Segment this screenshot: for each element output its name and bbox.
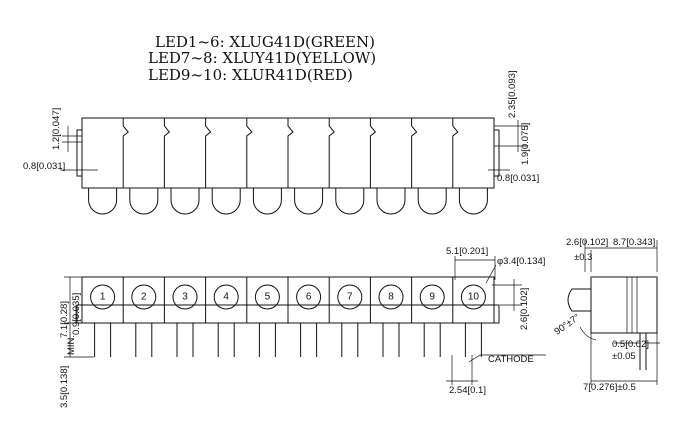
top-divider bbox=[369, 118, 377, 188]
side-view-housing bbox=[590, 276, 658, 334]
led-number: 3 bbox=[182, 292, 188, 303]
dim-diameter: φ3.4[0.134] bbox=[497, 256, 545, 267]
led-dome bbox=[252, 188, 282, 215]
led-circle bbox=[131, 284, 157, 310]
front-view-dividers bbox=[122, 277, 454, 323]
led-circle bbox=[296, 284, 322, 310]
top-view-led-domes bbox=[88, 188, 488, 215]
dim-led-center-height: 2.6[0.102] bbox=[519, 288, 530, 330]
dim-top-left-horizontal: 0.8[0.031] bbox=[23, 161, 65, 172]
title-line-green: LED1~6: XLUG41D(GREEN) bbox=[155, 33, 375, 51]
dim-top-right-horizontal: 0.8[0.031] bbox=[497, 173, 539, 184]
led-circle bbox=[337, 284, 363, 310]
dim-side-bottom: 7[0.276]±0.5 bbox=[583, 382, 636, 393]
led-dome bbox=[129, 188, 159, 215]
led-dome bbox=[170, 188, 200, 215]
dim-side-depth: 8.7[0.343] bbox=[613, 237, 655, 248]
dim-side-offset: 2.6[0.102] bbox=[566, 237, 608, 248]
top-view-dividers bbox=[122, 118, 459, 188]
led-number: 7 bbox=[347, 292, 353, 303]
label-cathode: CATHODE bbox=[488, 354, 534, 365]
dim-front-shoulder: 0.9[0.035] bbox=[71, 293, 82, 335]
dim-pitch-bottom: 2.54[0.1] bbox=[449, 385, 486, 396]
led-dome bbox=[294, 188, 324, 215]
led-dome bbox=[88, 188, 118, 215]
top-view: 1.2[0.047] 0.8[0.031] 2.35[0.093] 1.9[0.… bbox=[23, 70, 539, 215]
side-view: 2.6[0.102] ±0.3 8.7[0.343] 90°±7° 0.5[0.… bbox=[552, 237, 660, 393]
top-view-right-tab bbox=[494, 129, 500, 177]
dim-front-min: MIN. bbox=[66, 335, 77, 355]
dim-top-right-upper: 2.35[0.093] bbox=[507, 70, 518, 118]
top-divider bbox=[452, 118, 459, 188]
led-dome bbox=[376, 188, 406, 215]
top-divider bbox=[246, 118, 253, 188]
led-circle bbox=[213, 284, 239, 310]
led-number: 4 bbox=[223, 292, 229, 303]
top-divider bbox=[122, 118, 129, 188]
title-line-red: LED9~10: XLUR41D(RED) bbox=[148, 66, 353, 84]
front-view-led-circles: 1 2 3 4 5 6 7 8 9 10 bbox=[90, 284, 486, 310]
dim-side-lead: 0.5[0.02] bbox=[612, 339, 649, 350]
top-divider bbox=[411, 118, 418, 188]
side-view-led-lens bbox=[567, 288, 591, 312]
led-dome bbox=[417, 188, 447, 215]
led-number: 2 bbox=[141, 292, 147, 303]
dim-top-left-vertical: 1.2[0.047] bbox=[51, 108, 62, 150]
top-divider bbox=[328, 118, 335, 188]
dim-pitch-top: 5.1[0.201] bbox=[446, 246, 488, 257]
dim-top-right-lower: 1.9[0.075] bbox=[520, 123, 531, 165]
front-view: 1 2 3 4 5 6 7 8 9 10 7.1[0.28] MIN. 0.9[0.035] 3.… bbox=[59, 246, 546, 408]
led-number: 10 bbox=[468, 292, 480, 303]
top-divider bbox=[287, 118, 294, 188]
title-line-yellow: LED7~8: XLUY41D(YELLOW) bbox=[148, 49, 376, 67]
top-divider bbox=[163, 118, 171, 188]
side-view-lead bbox=[639, 333, 647, 370]
dim-front-lead-length: 3.5[0.138] bbox=[59, 366, 70, 408]
led-dome bbox=[211, 188, 241, 215]
dim-front-height: 7.1[0.28] bbox=[59, 301, 70, 338]
led-number: 8 bbox=[388, 292, 394, 303]
led-number: 5 bbox=[265, 292, 271, 303]
top-divider bbox=[205, 118, 212, 188]
led-dome bbox=[335, 188, 365, 215]
front-view-leads bbox=[94, 323, 482, 357]
dim-side-lead-tol: ±0.05 bbox=[612, 351, 636, 362]
led-circle bbox=[90, 284, 116, 310]
led-circle bbox=[378, 284, 404, 310]
led-number: 1 bbox=[100, 292, 106, 303]
led-dome bbox=[458, 188, 488, 215]
led-number: 6 bbox=[306, 292, 312, 303]
dim-side-offset-tol: ±0.3 bbox=[574, 252, 592, 263]
top-view-left-tab bbox=[76, 129, 82, 177]
led-circle bbox=[419, 284, 445, 310]
dim-side-angle: 90°±7° bbox=[552, 312, 582, 338]
led-circle bbox=[172, 284, 198, 310]
led-circle bbox=[254, 284, 280, 310]
led-circle bbox=[460, 284, 486, 310]
led-number: 9 bbox=[429, 292, 435, 303]
